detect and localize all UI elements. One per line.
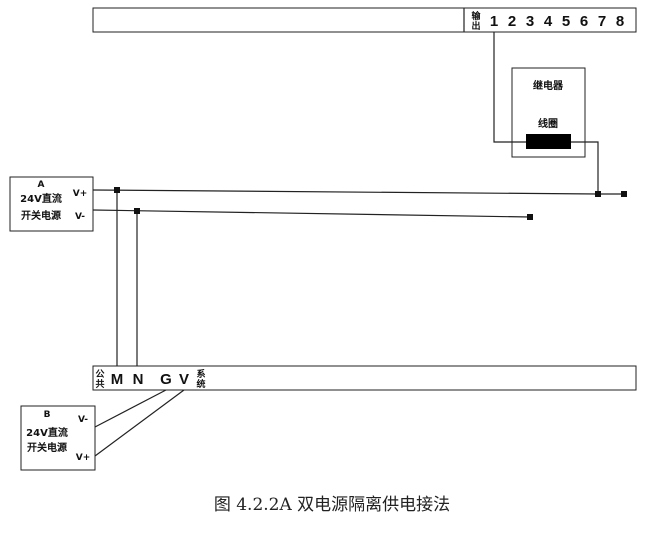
psa-minus-label: V- <box>75 212 85 222</box>
junction-psa-minus <box>134 208 140 214</box>
figure-caption: 图 4.2.2A 双电源隔离供电接法 <box>214 495 450 515</box>
relay-title: 继电器 <box>533 79 564 92</box>
output-terminal-4[interactable]: 4 <box>544 13 553 30</box>
output-terminal-5[interactable]: 5 <box>562 13 570 30</box>
bus-common-char-2: 共 <box>95 378 104 390</box>
psa-line2: 开关电源 <box>21 209 61 222</box>
bus-common-char-1: 公 <box>95 369 104 380</box>
psa-line1: 24V直流 <box>20 192 62 205</box>
relay-coil <box>526 134 571 149</box>
psb-line2: 开关电源 <box>27 441 67 454</box>
junction-psa-plus <box>114 187 120 193</box>
wire-psa-minus <box>92 209 531 218</box>
output-terminals: 1 2 3 4 5 6 7 8 <box>490 13 624 30</box>
psb-plus-label: V+ <box>76 453 91 463</box>
output-label-char-1: 输 <box>471 10 481 22</box>
wire-coil-to-psa-plus <box>571 141 599 194</box>
system-bus-terminals: M N G V <box>111 371 189 388</box>
wire-psb-plus-to-v <box>94 389 185 457</box>
bus-system-char-1: 系 <box>196 368 205 380</box>
output-terminal-7[interactable]: 7 <box>598 13 606 30</box>
output-terminal-8[interactable]: 8 <box>616 13 624 30</box>
psb-minus-label: V- <box>78 415 88 425</box>
wire-psa-plus <box>92 189 599 195</box>
wire-psb-minus-to-g <box>94 389 167 428</box>
bus-system-char-2: 统 <box>196 378 205 390</box>
terminal-end-minus <box>527 214 533 220</box>
psb-tag: B <box>44 410 51 420</box>
power-supply-a-box <box>9 176 94 232</box>
bus-terminal-n[interactable]: N <box>133 371 144 388</box>
bus-terminal-m[interactable]: M <box>111 371 124 388</box>
output-terminal-3[interactable]: 3 <box>526 13 534 30</box>
power-supply-b-box <box>20 405 96 471</box>
wire-output1-to-coil <box>493 32 526 143</box>
psa-plus-label: V+ <box>73 189 88 199</box>
output-module-box <box>92 7 637 33</box>
output-terminal-6[interactable]: 6 <box>580 13 588 30</box>
bus-terminal-g[interactable]: G <box>160 371 172 388</box>
junction-relay-coil <box>595 191 601 197</box>
psb-line1: 24V直流 <box>26 426 68 439</box>
psa-tag: A <box>38 180 45 190</box>
output-terminal-2[interactable]: 2 <box>508 13 516 30</box>
relay-coil-label: 线圈 <box>538 117 558 130</box>
system-bus-box <box>92 365 637 391</box>
terminal-end-plus <box>621 191 627 197</box>
bus-terminal-v[interactable]: V <box>179 371 189 388</box>
output-label-char-2: 出 <box>471 20 480 32</box>
output-terminal-1[interactable]: 1 <box>490 13 498 30</box>
